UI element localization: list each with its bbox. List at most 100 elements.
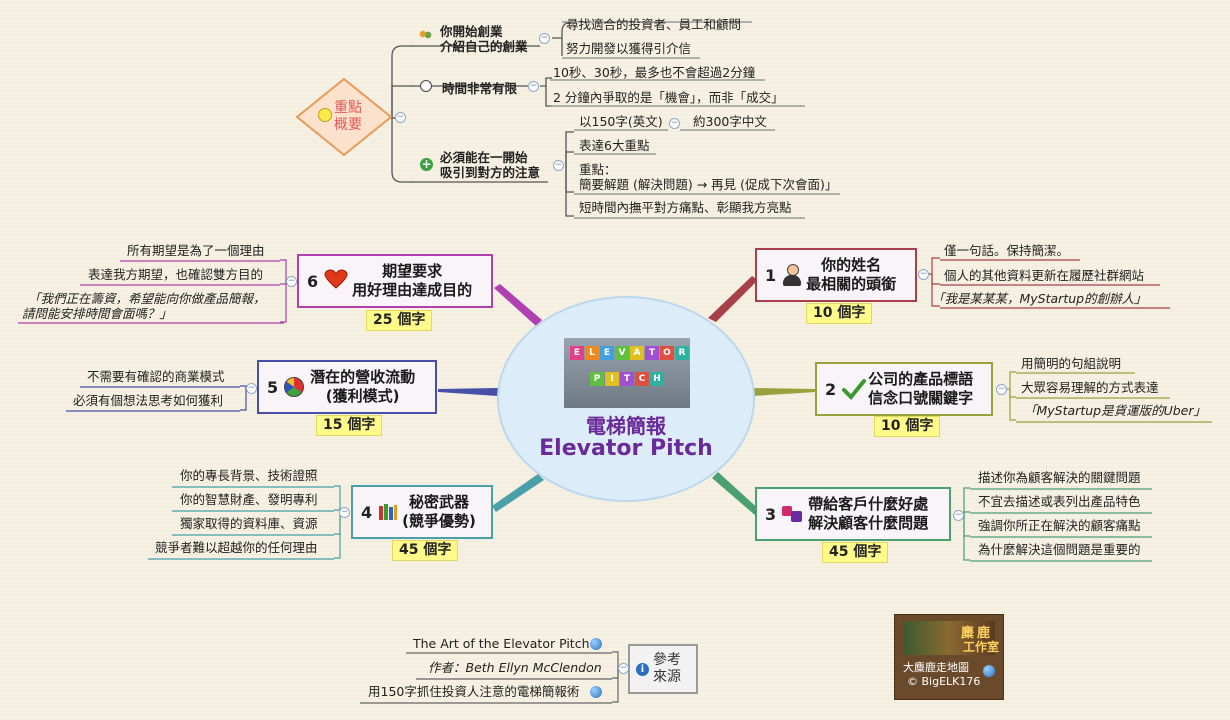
topic6-detail-3b: 請問能安排時間會面嗎？」: [22, 306, 173, 321]
letter-cube: E: [600, 346, 614, 360]
detail-pain-points: 短時間內撫平對方痛點、彰顯我方亮點: [579, 200, 792, 215]
connector-topic1: [708, 276, 758, 322]
globe-link-icon[interactable]: [590, 638, 602, 650]
topic2-detail-3: 「MyStartup是貨運版的Uber」: [1024, 403, 1206, 418]
topic1-detail-3: 「我是某某某，MyStartup的創辦人」: [932, 291, 1147, 306]
heart-icon: [324, 269, 348, 293]
person-icon: [782, 263, 802, 287]
letter-cube: I: [605, 372, 619, 386]
letter-cube: C: [635, 372, 649, 386]
topic2-number: 2: [825, 379, 837, 399]
topic4-detail-2: 你的智慧財產、發明專利: [180, 492, 318, 507]
connector-topic6: [494, 284, 542, 326]
topic4-detail-3: 獨家取得的資料庫、資源: [180, 516, 318, 531]
keypoints-collapse-button[interactable]: −: [395, 112, 406, 123]
topic-name-title[interactable]: 1 你的姓名最相關的頭銜: [755, 248, 917, 302]
topic1-line1: 你的姓名: [821, 256, 882, 274]
topic6-detail-2: 表達我方期望，也確認雙方目的: [88, 267, 264, 282]
topic2-detail-1: 用簡明的句組說明: [1021, 356, 1122, 371]
topic4-number: 4: [361, 502, 373, 522]
reference-author: 作者：Beth Ellyn McClendon: [428, 660, 602, 675]
topic3-word-count: 45 個字: [822, 542, 889, 563]
keypoints-diamond: [296, 78, 392, 156]
topic2-collapse-button[interactable]: −: [996, 384, 1007, 395]
keypoints-label-line1: 重點: [334, 100, 362, 116]
topic-ask[interactable]: 6 期望要求用好理由達成目的: [297, 254, 493, 308]
topic1-detail-2: 個人的其他資料更新在履歷社群網站: [944, 268, 1145, 283]
detail-referral: 努力開發以獲得引介信: [566, 41, 692, 56]
checkmark-icon: [842, 378, 867, 400]
bigelk-logo[interactable]: 麋 鹿 工 作 室 大麋鹿走地圖 © BigELK176: [894, 614, 1004, 700]
topic5-collapse-button[interactable]: −: [246, 383, 257, 394]
group-attention-collapse-button[interactable]: −: [553, 160, 564, 171]
group-start-title-2: 介紹自己的創業: [440, 39, 528, 54]
topic1-word-count: 10 個字: [806, 303, 873, 324]
topic-revenue-stream[interactable]: 5 潛在的營收流動(獲利模式): [257, 360, 437, 414]
logo-caption-line2: © BigELK176: [907, 675, 981, 688]
letter-cube: L: [585, 346, 599, 360]
topic5-line2: (獲利模式): [325, 387, 400, 405]
connector-topic4: [492, 474, 544, 512]
emblem-char-2: 鹿: [977, 626, 991, 641]
connector-topic3: [712, 472, 762, 516]
topic3-detail-2: 不宜去描述或表列出產品特色: [978, 494, 1141, 509]
group-start-collapse-button[interactable]: −: [539, 33, 550, 44]
references-label-line2: 來源: [653, 669, 681, 685]
letter-cube: V: [615, 346, 629, 360]
topic2-word-count: 10 個字: [874, 416, 941, 437]
info-icon: i: [636, 662, 649, 676]
emblem-char-3: 工: [963, 640, 976, 654]
topic3-detail-1: 描述你為顧客解決的關鍵問題: [978, 470, 1141, 485]
topic4-word-count: 45 個字: [392, 540, 459, 561]
letter-cube: T: [645, 346, 659, 360]
dice-icon: [782, 503, 804, 525]
group-start-title-1: 你開始創業: [440, 24, 503, 39]
detail-focus-text: 簡要解題 (解決問題) → 再見 (促成下次會面)」: [579, 177, 838, 192]
elk-emblem: 麋 鹿 工 作 室: [903, 621, 999, 655]
topic3-number: 3: [765, 504, 777, 524]
topic-customer-benefit[interactable]: 3 帶給客戶什麼好處解決顧客什麼問題: [755, 487, 951, 541]
topic6-collapse-button[interactable]: −: [286, 276, 297, 287]
references-collapse-button[interactable]: −: [618, 663, 629, 674]
group-time-collapse-button[interactable]: −: [528, 81, 539, 92]
topic1-number: 1: [765, 265, 777, 285]
keypoints-node[interactable]: 重點 概要: [296, 78, 392, 156]
topic1-collapse-button[interactable]: −: [918, 269, 929, 280]
detail-seconds: 10秒、30秒，最多也不會超過2分鐘: [553, 65, 756, 80]
topic4-line2: (競爭優勢): [402, 512, 476, 530]
people-icon: [418, 30, 432, 42]
globe-link-icon[interactable]: [983, 665, 995, 677]
topic6-detail-3a: 「我們正在籌資，希望能向你做產品簡報，: [28, 291, 266, 306]
topic3-line1: 帶給客戶什麼好處: [808, 495, 929, 513]
topic1-detail-1: 僅一句話。保持簡潔。: [944, 243, 1070, 258]
topic5-word-count: 15 個字: [316, 415, 383, 436]
letter-cube: H: [650, 372, 664, 386]
words-collapse-button[interactable]: −: [669, 118, 680, 129]
lightbulb-icon: [318, 108, 332, 122]
letter-cube: A: [630, 346, 644, 360]
topic5-line1: 潛在的營收流動: [310, 368, 416, 386]
letter-cube: E: [570, 346, 584, 360]
topic-secret-weapon[interactable]: 4 秘密武器(競爭優勢): [351, 485, 493, 539]
topic4-collapse-button[interactable]: −: [339, 507, 350, 518]
letter-cube: T: [620, 372, 634, 386]
reference-book-title: The Art of the Elevator Pitch: [413, 636, 590, 651]
detail-150-words: 以150字(英文): [579, 114, 663, 129]
group-attention-title-2: 吸引到對方的注意: [440, 165, 541, 180]
topic-tagline[interactable]: 2 公司的產品標語信念口號關鍵字: [815, 362, 993, 416]
clock-icon: [420, 80, 432, 92]
topic3-detail-4: 為什麼解決這個問題是重要的: [978, 542, 1141, 557]
references-node[interactable]: i 參考 來源: [628, 644, 698, 694]
emblem-char-5: 室: [987, 640, 1000, 654]
group-time-title: 時間非常有限: [442, 81, 518, 96]
keypoints-label-line2: 概要: [334, 117, 362, 133]
emblem-char-4: 作: [975, 640, 988, 654]
topic3-collapse-button[interactable]: −: [953, 510, 964, 521]
topic1-line2: 最相關的頭銜: [806, 275, 897, 293]
topic4-detail-4: 競爭者難以超越你的任何理由: [155, 540, 318, 555]
topic2-line2: 信念口號關鍵字: [868, 389, 974, 407]
topic5-number: 5: [267, 377, 279, 397]
globe-link-icon[interactable]: [590, 686, 602, 698]
